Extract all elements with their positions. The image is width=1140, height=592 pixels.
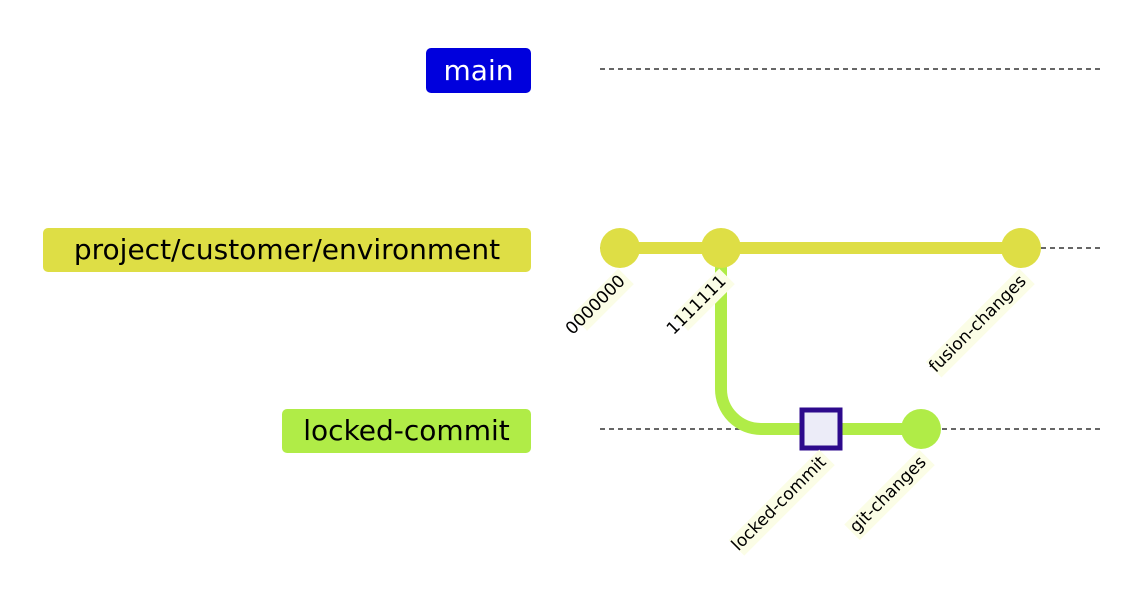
- commit-dot-1111111[interactable]: [701, 228, 741, 268]
- branch-label-main-bg: [426, 48, 531, 93]
- commit-dot-0000000[interactable]: [600, 228, 640, 268]
- branch-label-locked-commit-bg: [282, 409, 531, 453]
- commit-label-bg: [571, 268, 634, 331]
- commit-dot-git-changes[interactable]: [901, 409, 941, 449]
- branch-label-locked-commit[interactable]: locked-commit: [282, 409, 531, 453]
- commit-dot-fusion-changes[interactable]: [1001, 228, 1041, 268]
- branch-label-main[interactable]: main: [426, 48, 531, 93]
- commit-label-0000000: 0000000: [562, 271, 630, 339]
- commit-label-bg: [925, 268, 1035, 378]
- commit-label-locked-commit: locked-commit: [728, 452, 831, 555]
- commit-label-bg: [672, 268, 735, 331]
- branch-label-locked-commit-text: locked-commit: [303, 414, 509, 447]
- commit-highlight-locked-commit[interactable]: [799, 407, 843, 451]
- branch-label-project-customer-environment[interactable]: project/customer/environment: [43, 228, 531, 272]
- commit-label-bg: [728, 449, 835, 556]
- commit-label-bg: [844, 449, 935, 541]
- branch-label-project-text: project/customer/environment: [74, 233, 500, 266]
- commit-label-fusion-changes: fusion-changes: [925, 271, 1031, 377]
- branch-label-main-text: main: [444, 54, 514, 87]
- branch-label-project-bg: [43, 228, 531, 272]
- branch-line-locked-commit: [715, 248, 921, 435]
- commit-label-git-changes: git-changes: [846, 452, 931, 537]
